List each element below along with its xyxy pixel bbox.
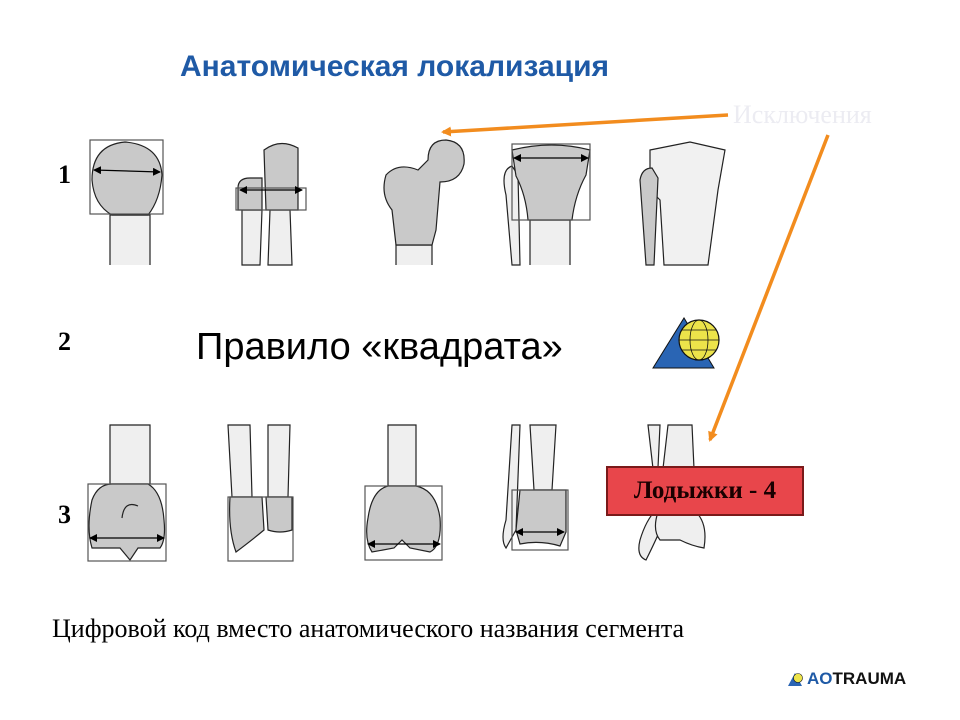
slide-caption: Цифровой код вместо анатомического назва… <box>52 614 685 643</box>
ao-globe-triangle-icon <box>652 317 720 369</box>
square-rule-label: Правило «квадрата» <box>196 326 563 368</box>
distal-femur <box>364 424 443 561</box>
brand-triangle-icon <box>788 673 803 686</box>
proximal-tibia <box>503 143 591 266</box>
arrow-to-femur <box>441 113 729 137</box>
malleoli-badge: Лодыжки - 4 <box>606 466 804 516</box>
distal-tibia <box>502 424 569 551</box>
row-number-2: 2 <box>58 327 71 356</box>
brand-prefix: AO <box>807 669 833 688</box>
proximal-femur <box>383 139 465 265</box>
distal-humerus <box>87 424 167 562</box>
proximal-forearm <box>235 142 307 266</box>
arrow-to-malleoli <box>708 134 830 442</box>
brand-suffix: TRAUMA <box>832 669 907 688</box>
distal-forearm <box>227 424 294 562</box>
row-number-1: 1 <box>58 160 71 189</box>
row-number-3: 3 <box>58 500 71 529</box>
proximal-humerus <box>89 139 164 265</box>
proximal-exception-bone <box>639 141 726 266</box>
exceptions-label: Исключения <box>733 100 872 129</box>
slide-title: Анатомическая локализация <box>180 50 610 83</box>
